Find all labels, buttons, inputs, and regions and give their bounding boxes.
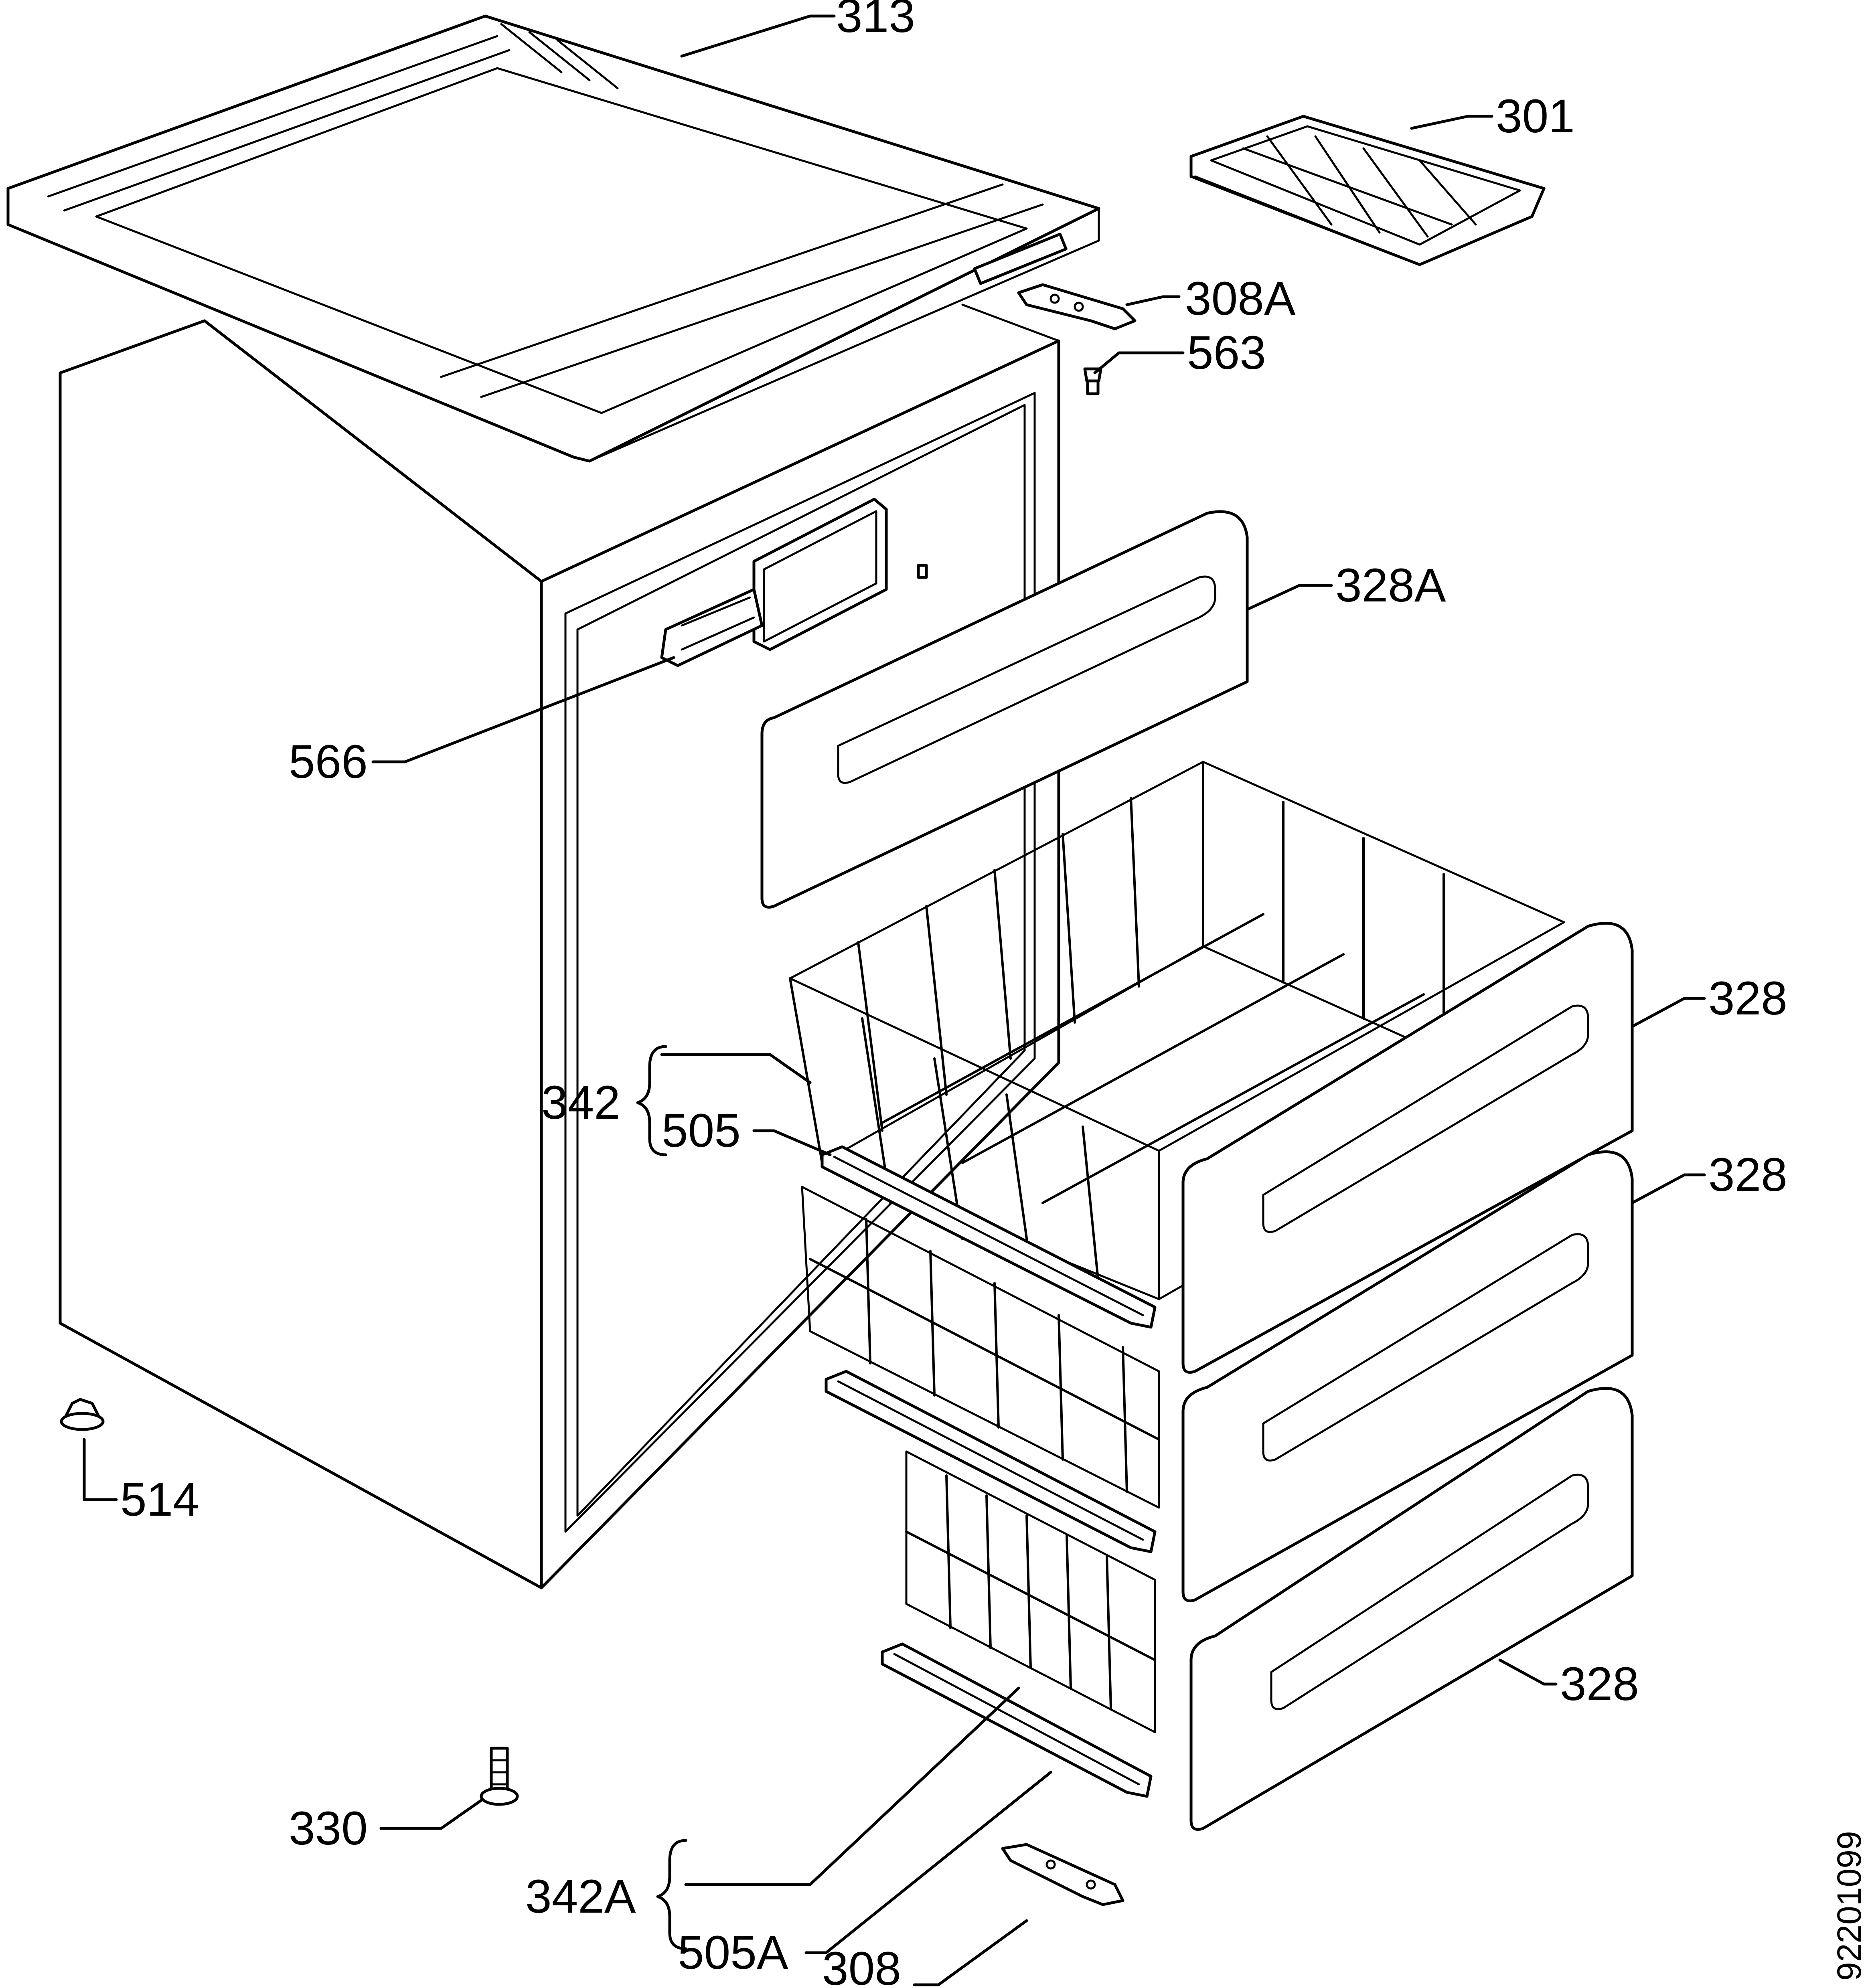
drawer-front-328-bottom [1189, 1387, 1634, 1831]
label-328A: 328A [1335, 559, 1446, 612]
label-301: 301 [1496, 90, 1575, 143]
label-342: 342 [541, 1076, 620, 1129]
middle-basket [801, 1186, 1160, 1509]
part-labels: 313 301 308A 563 328A 566 328 328 328 34… [120, 0, 1868, 1988]
top-cover-313 [6, 14, 1100, 463]
label-328-middle: 328 [1708, 1148, 1787, 1201]
label-308A: 308A [1185, 272, 1296, 325]
screw-563 [1083, 367, 1102, 395]
top-flap-328A [760, 510, 1249, 909]
cabinet-body [59, 304, 1060, 1589]
vent-slots [47, 23, 1044, 398]
ice-cube-tray-301 [1189, 115, 1546, 266]
thermostat-housing-566 [660, 498, 928, 667]
drawer-front-328-middle [1181, 1150, 1634, 1602]
adjustable-foot-330 [480, 1747, 519, 1806]
label-313: 313 [836, 0, 915, 43]
drawing-number: 92201099 [1830, 1831, 1868, 1981]
label-566: 566 [289, 735, 368, 788]
label-514: 514 [120, 1473, 199, 1526]
middle-runner [825, 1370, 1157, 1553]
label-505A: 505A [678, 1926, 788, 1979]
label-328-top: 328 [1708, 972, 1787, 1025]
lower-basket-342A [905, 1450, 1156, 1733]
brace-342-505 [636, 1045, 667, 1156]
lower-hinge-308 [1001, 1843, 1124, 1906]
label-563: 563 [1187, 326, 1266, 379]
label-342A: 342A [525, 1870, 636, 1923]
label-308: 308 [822, 1942, 901, 1988]
foot-cap-514 [60, 1398, 105, 1431]
leader-lines [83, 14, 1706, 1986]
lower-runner-505A [881, 1642, 1153, 1798]
label-328-bottom: 328 [1560, 1658, 1639, 1711]
upper-hinge-308A [1017, 283, 1137, 330]
brace-342A-505A [656, 1839, 687, 1950]
label-330: 330 [289, 1802, 368, 1855]
upper-runner-505 [821, 1145, 1157, 1329]
basket-wires [857, 797, 1445, 1288]
label-505: 505 [662, 1104, 741, 1157]
drawer-front-328-top [1181, 922, 1634, 1374]
